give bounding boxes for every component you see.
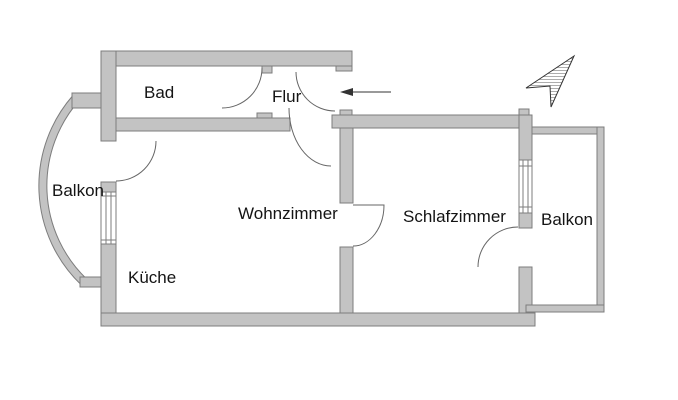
wohnzimmer-door-arc <box>288 107 332 167</box>
kitchen-balcony-window-icon <box>100 191 117 245</box>
room-label-balkon-left: Balkon <box>52 181 104 200</box>
entry-direction-arrow-icon <box>340 88 391 96</box>
entrance-door-arc <box>295 71 336 112</box>
kitchen-balcony-door-arc <box>115 140 157 182</box>
windows-layer <box>100 159 533 245</box>
room-label-flur: Flur <box>272 87 302 106</box>
room-label-wohnzimmer: Wohnzimmer <box>238 204 338 223</box>
room-label-kueche: Küche <box>128 268 177 287</box>
schlafzimmer-door-arc <box>352 204 385 247</box>
doors-layer <box>115 67 519 268</box>
walls-layer <box>100 50 605 327</box>
room-label-schlafzimmer: Schlafzimmer <box>403 207 506 226</box>
balcony-left-wall <box>38 92 104 288</box>
north-arrow-icon <box>525 54 576 108</box>
bad-door-arc <box>221 67 263 109</box>
bedroom-balcony-window-icon <box>518 159 533 214</box>
room-label-bad: Bad <box>144 83 175 102</box>
room-label-balkon-right: Balkon <box>541 210 593 229</box>
bedroom-balcony-door-arc <box>477 226 519 268</box>
